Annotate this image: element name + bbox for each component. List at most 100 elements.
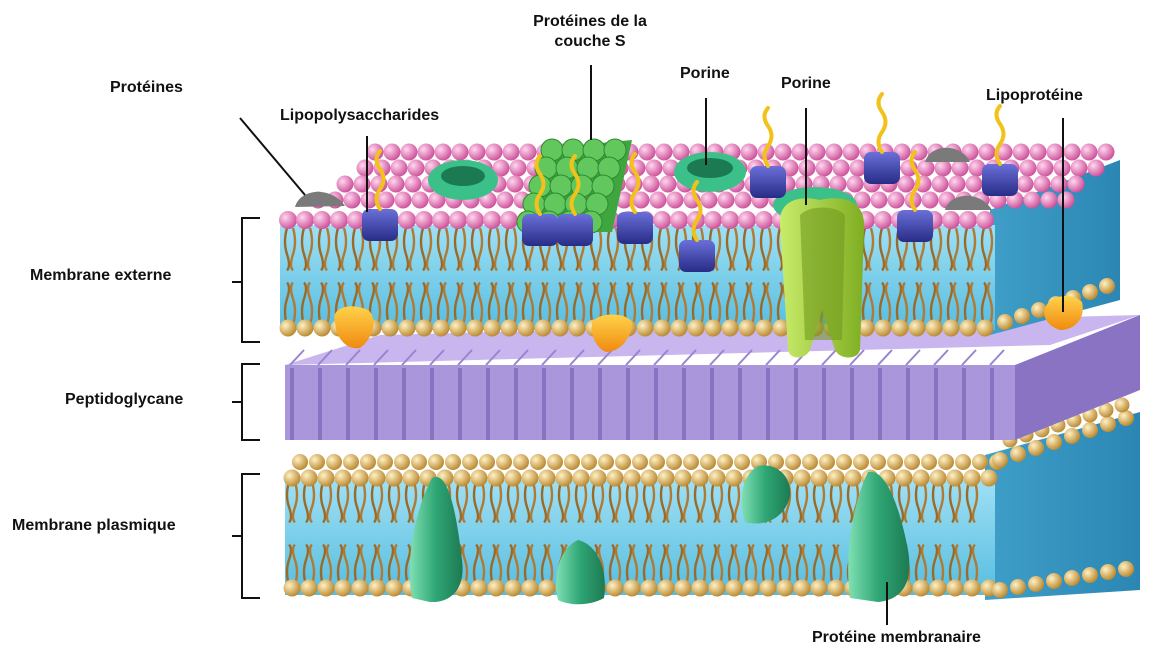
lipid-head	[1010, 446, 1026, 462]
lps-head	[942, 211, 960, 229]
lipid-head	[836, 454, 852, 470]
lps-head	[667, 192, 684, 209]
lps-head	[959, 211, 977, 229]
lipid-head	[564, 454, 580, 470]
lipid-head	[1118, 410, 1134, 426]
lipid-head	[709, 470, 726, 487]
lipid-head	[875, 320, 892, 337]
lipid-head	[433, 320, 450, 337]
peptidoglycan-ridge	[654, 368, 658, 440]
lipid-head	[688, 320, 705, 337]
peptidoglycan-ridge	[542, 368, 546, 440]
lps-head	[850, 160, 867, 177]
lipid-head	[709, 580, 726, 597]
lps-head	[833, 160, 850, 177]
lps-head	[718, 192, 735, 209]
lipid-head	[981, 470, 998, 487]
lipid-head	[335, 470, 352, 487]
lipid-head	[896, 470, 913, 487]
bracket-membrane-plasmique	[242, 474, 260, 598]
lps-head	[1037, 160, 1054, 177]
lps-head	[646, 160, 663, 177]
lipid-head	[539, 580, 556, 597]
lps-head	[721, 211, 739, 229]
lps-head	[384, 144, 401, 161]
lipid-head	[518, 320, 535, 337]
lps-head	[826, 144, 843, 161]
lps-head	[412, 192, 429, 209]
lps-head	[1034, 176, 1051, 193]
lipid-head	[700, 454, 716, 470]
lipid-head	[819, 454, 835, 470]
lipid-head	[488, 580, 505, 597]
peptidoglycan-ridge	[290, 368, 294, 440]
peptidoglycan-ridge	[570, 368, 574, 440]
lps-head	[330, 211, 348, 229]
lipid-head	[785, 454, 801, 470]
lps-head	[976, 211, 994, 229]
lps-head	[966, 176, 983, 193]
lipid-head	[811, 580, 828, 597]
lipid-head	[921, 454, 937, 470]
lipid-head	[386, 470, 403, 487]
lps-head	[1098, 144, 1115, 161]
lps-head	[435, 144, 452, 161]
lps-head	[1017, 176, 1034, 193]
porin-pore	[441, 166, 485, 186]
bracket-peptidoglycane	[242, 364, 260, 440]
lipid-head	[887, 454, 903, 470]
lipid-head	[624, 580, 641, 597]
lps-head	[357, 160, 374, 177]
peptidoglycan-ridge	[906, 350, 920, 365]
lipid-head	[318, 580, 335, 597]
peptidoglycan-ridge	[766, 368, 770, 440]
peptidoglycan-ridge	[878, 350, 892, 365]
lps-head	[1068, 176, 1085, 193]
lps-head	[874, 211, 892, 229]
lps-head	[395, 192, 412, 209]
label-porine-2: Porine	[781, 74, 831, 94]
lipid-head	[794, 580, 811, 597]
lipid-head	[964, 580, 981, 597]
lps-head	[922, 192, 939, 209]
lipid-head	[1010, 579, 1026, 595]
lipid-head	[930, 580, 947, 597]
porin-large-inner	[800, 208, 845, 341]
peptidoglycan-ridge	[346, 368, 350, 440]
lipid-head	[556, 470, 573, 487]
lipid-head	[530, 454, 546, 470]
lps-head	[398, 211, 416, 229]
lipid-head	[552, 320, 569, 337]
lipid-head	[301, 580, 318, 597]
label-couche-s-line2: couche S	[510, 32, 670, 52]
lipid-head	[505, 470, 522, 487]
lipid-head	[992, 452, 1008, 468]
lipid-head	[450, 320, 467, 337]
lipid-head	[522, 470, 539, 487]
lps-head	[1020, 160, 1037, 177]
lipid-head	[649, 454, 665, 470]
peptidoglycan-ridge	[878, 368, 882, 440]
lps-head	[1058, 192, 1075, 209]
lps-head	[313, 211, 331, 229]
lipid-head	[1046, 434, 1062, 450]
outer-membrane	[279, 94, 1120, 358]
lps-head	[653, 211, 671, 229]
label-membrane-plasmique: Membrane plasmique	[12, 516, 176, 536]
lipid-head	[726, 470, 743, 487]
label-proteine-membranaire: Protéine membranaire	[812, 628, 981, 648]
lps-head	[466, 211, 484, 229]
peptidoglycan-ridge	[402, 368, 406, 440]
lps-head	[741, 144, 758, 161]
lipid-head	[743, 580, 760, 597]
lps-block	[750, 166, 786, 198]
lps-head	[1071, 160, 1088, 177]
peptidoglycan-ridge	[794, 368, 798, 440]
lps-head	[809, 144, 826, 161]
lipid-head	[734, 454, 750, 470]
lipid-head	[794, 470, 811, 487]
peptidoglycan-ridge	[486, 368, 490, 440]
lps-head	[871, 192, 888, 209]
lipid-head	[1064, 428, 1080, 444]
lipid-head	[632, 454, 648, 470]
